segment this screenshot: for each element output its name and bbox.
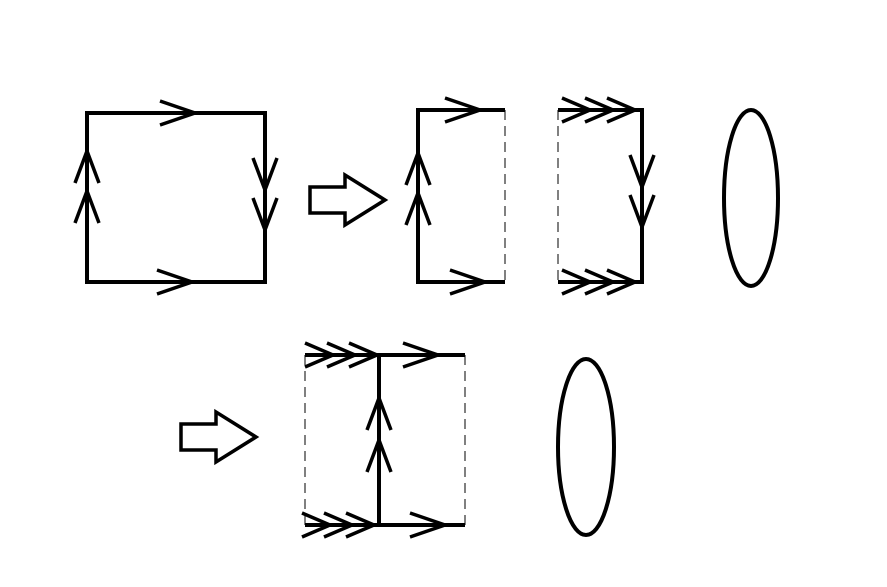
- piece-right-edges: [558, 108, 644, 284]
- piece-left-edges: [416, 108, 505, 284]
- arrow-right-triple: [326, 341, 360, 369]
- arrow-right-single: [449, 268, 491, 296]
- arrow-right-triple: [606, 96, 640, 124]
- ellipse-top: [722, 108, 780, 288]
- arrow-up: [404, 148, 432, 186]
- arrow-right-triple: [348, 341, 382, 369]
- transform-arrow: [179, 408, 260, 466]
- arrow-right-triple: [323, 511, 357, 539]
- arrow-right-triple: [561, 96, 595, 124]
- square: [73, 99, 279, 296]
- arrow-right-single: [409, 511, 451, 539]
- piece-left: [404, 96, 506, 296]
- arrow-right-single: [159, 99, 201, 127]
- piece-right: [557, 96, 656, 296]
- arrow-right-triple: [584, 96, 618, 124]
- arrow-right-single: [444, 96, 486, 124]
- arrow-right-single: [402, 341, 444, 369]
- arrow-up: [365, 393, 393, 431]
- arrow-right-triple: [606, 268, 640, 296]
- reglued-piece: [301, 341, 466, 539]
- arrow-right-single: [156, 268, 198, 296]
- arrow-right-triple: [345, 511, 379, 539]
- arrow-right-triple: [304, 341, 338, 369]
- square-outline: [85, 111, 267, 284]
- arrow-down: [628, 194, 656, 232]
- arrow-down: [251, 197, 279, 235]
- arrow-down: [251, 157, 279, 195]
- ellipse-bottom: [556, 357, 616, 537]
- arrow-up: [404, 188, 432, 226]
- transform-arrow: [308, 171, 389, 229]
- arrow-up: [365, 435, 393, 473]
- arrow-right-triple: [301, 511, 335, 539]
- arrow-down: [628, 154, 656, 192]
- arrow-right-triple: [584, 268, 618, 296]
- arrow-up: [73, 146, 101, 184]
- arrow-right-triple: [561, 268, 595, 296]
- arrow-up: [73, 186, 101, 224]
